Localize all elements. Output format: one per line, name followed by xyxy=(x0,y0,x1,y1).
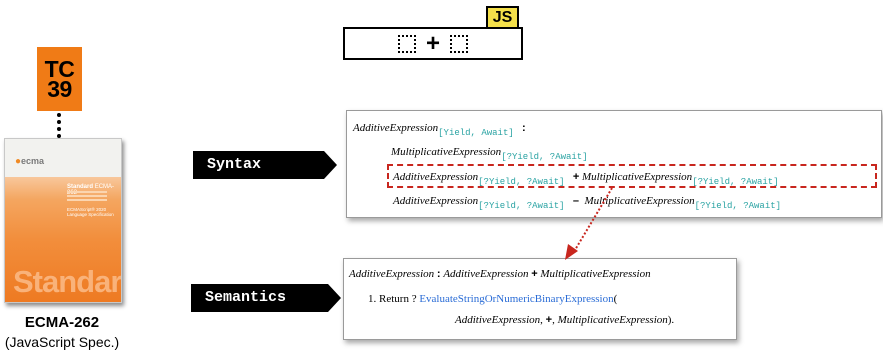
evaluate-link[interactable]: EvaluateStringOrNumericBinaryExpression xyxy=(419,293,614,305)
tc39-logo-line2: 39 xyxy=(47,76,72,102)
ecma-logo: ●ecma xyxy=(15,156,45,167)
tc39-logo-line1: TC xyxy=(44,56,75,82)
syntax-tag: Syntax xyxy=(193,151,337,179)
semantics-step-1: 1. Return ? EvaluateStringOrNumericBinar… xyxy=(368,293,618,305)
js-expression-box: + xyxy=(343,27,523,60)
syntax-rhs-3: AdditiveExpression[?Yield, ?Await] – Mul… xyxy=(393,195,782,211)
syntax-production-lhs: AdditiveExpression[Yield, Await] : xyxy=(353,122,526,138)
cover-standard-small: Standard ECMA-262 xyxy=(67,184,115,196)
left-operand-slot xyxy=(397,34,416,53)
semantics-box: AdditiveExpression : AdditiveExpression … xyxy=(343,258,737,340)
right-operand-slot xyxy=(450,34,468,53)
highlight-box xyxy=(387,164,877,188)
semantics-production: AdditiveExpression : AdditiveExpression … xyxy=(349,268,651,280)
cover-standard-big: Standard xyxy=(13,264,122,299)
semantics-step-1-args: AdditiveExpression, +, MultiplicativeExp… xyxy=(455,314,675,326)
syntax-rhs-2: AdditiveExpression[?Yield, ?Await] + Mul… xyxy=(393,171,779,187)
syntax-rhs-1: MultiplicativeExpression[?Yield, ?Await] xyxy=(391,146,588,162)
ecma-sublabel: (JavaScript Spec.) xyxy=(4,334,120,350)
cover-decoration xyxy=(67,191,107,203)
js-badge: JS xyxy=(486,6,519,29)
plus-operator: + xyxy=(425,29,440,57)
cover-title: ECMAScript® 2020 Language Specification xyxy=(67,207,114,217)
tc39-logo: TC 39 xyxy=(37,47,82,111)
semantics-tag: Semantics xyxy=(191,284,341,312)
ecma-262-book-cover: ●ecma Standard ECMA-262 ECMAScript® 2020… xyxy=(4,138,122,303)
cover-band xyxy=(5,177,121,302)
dotted-connector xyxy=(57,113,61,138)
ecma-label: ECMA-262 xyxy=(24,314,100,331)
